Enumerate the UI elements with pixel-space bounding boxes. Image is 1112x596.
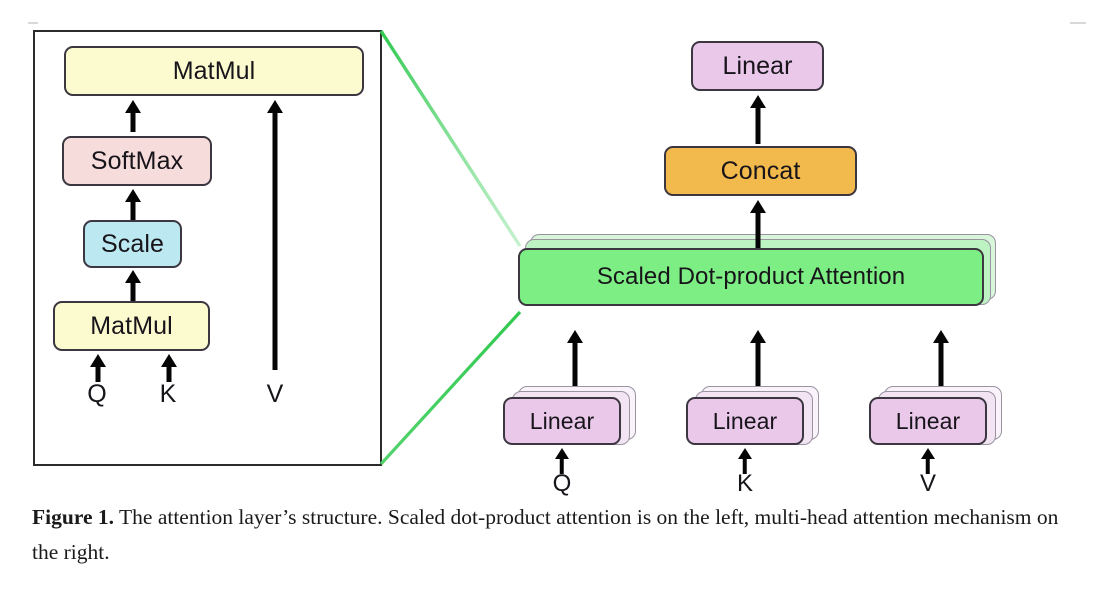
node-concat-label: Concat <box>720 156 801 185</box>
arrow-matmul-to-scale <box>124 270 141 302</box>
node-matmul-top[interactable]: MatMul <box>64 46 364 96</box>
node-matmul-bottom[interactable]: MatMul <box>53 301 210 351</box>
node-linear-k-label: Linear <box>712 407 778 434</box>
arrow-q-to-linear-q <box>554 448 569 474</box>
figure-caption-text: The attention layer’s structure. Scaled … <box>32 505 1059 564</box>
figure-caption: Figure 1. The attention layer’s structur… <box>32 500 1082 570</box>
node-concat[interactable]: Concat <box>664 146 857 196</box>
node-matmul-bottom-label: MatMul <box>90 311 173 340</box>
arrow-k-to-linear-k <box>737 448 752 474</box>
node-linear-output-label: Linear <box>722 51 793 80</box>
input-label-k-right: K <box>736 470 753 497</box>
node-linear-output[interactable]: Linear <box>691 41 824 91</box>
node-linear-v-label: Linear <box>895 407 961 434</box>
page-tick-left <box>28 22 38 24</box>
arrow-linear-v-to-attention <box>932 330 949 386</box>
node-attention-label: Scaled Dot-product Attention <box>596 263 906 290</box>
node-linear-v[interactable]: Linear <box>869 397 987 445</box>
node-linear-q[interactable]: Linear <box>503 397 621 445</box>
arrow-linear-k-to-attention <box>749 330 766 386</box>
arrow-attention-to-concat <box>749 200 766 252</box>
page-tick-right <box>1070 22 1086 24</box>
figure-caption-number: Figure 1. <box>32 505 115 529</box>
node-linear-q-label: Linear <box>529 407 595 434</box>
input-label-q-right: Q <box>552 470 572 497</box>
arrow-linear-q-to-attention <box>566 330 583 386</box>
node-softmax[interactable]: SoftMax <box>62 136 212 186</box>
node-linear-k[interactable]: Linear <box>686 397 804 445</box>
node-scale[interactable]: Scale <box>83 220 182 268</box>
arrow-scale-to-softmax <box>124 189 141 220</box>
input-label-k-left: K <box>159 380 177 408</box>
arrow-concat-to-linear <box>749 95 766 144</box>
input-label-v-right: V <box>919 470 936 497</box>
input-label-v-left: V <box>266 380 284 408</box>
input-label-q-left: Q <box>87 380 107 408</box>
node-scale-label: Scale <box>100 229 165 258</box>
arrow-v-to-linear-v <box>920 448 935 474</box>
node-softmax-label: SoftMax <box>90 146 184 175</box>
arrow-q-to-matmul <box>89 354 106 382</box>
node-scaled-dot-product-attention[interactable]: Scaled Dot-product Attention <box>518 248 984 306</box>
arrow-v-to-matmul-top <box>266 100 283 370</box>
arrow-softmax-to-matmul <box>124 100 141 132</box>
node-matmul-top-label: MatMul <box>172 56 256 85</box>
arrow-k-to-matmul <box>160 354 177 382</box>
